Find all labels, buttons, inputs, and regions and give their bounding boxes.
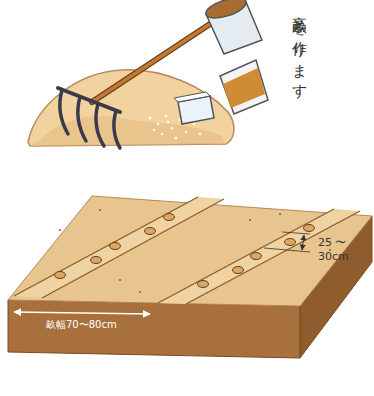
fertilizer-grain [157,123,160,126]
planting-hole [251,253,262,260]
rake-handle-outline [92,20,216,102]
rake-tine [60,90,68,134]
ridge-edge [186,211,360,304]
fertilizer-grain [199,133,202,136]
planting-hole [164,214,175,221]
fertilizer-bag [220,60,268,114]
width-dimension-arrow [14,312,150,314]
soil-speck [59,229,61,231]
soil-mound [28,70,234,146]
fertilizer-grain [171,127,174,130]
planting-hole [55,272,66,279]
planting-holes [55,214,315,288]
fertilizer-grain [149,117,152,120]
planting-hole [233,267,244,274]
planting-hole [304,225,315,232]
planting-hole [91,257,102,264]
soil-speck [139,291,141,293]
rake-head [58,88,120,112]
bed-top-surface [8,196,372,306]
planting-hole [198,281,209,288]
soil-speck [119,279,121,281]
rake-handle [92,20,216,102]
width-dimension: 畝幅70〜80cm [46,318,166,331]
fertilizer-grain [161,133,164,136]
planting-hole [110,243,121,250]
ridge-edge [158,209,334,303]
extension-line [282,232,310,234]
soil-speck [279,213,281,215]
fertilizer-grain [175,137,178,140]
planting-hole [285,239,296,246]
fertilizer-grain [185,131,188,134]
extension-line [264,248,310,252]
ridge [158,209,360,304]
fertilizer-contents [223,68,265,108]
soil-speck [99,209,101,211]
fertilizer-grain [193,123,196,126]
rake-tine [96,104,104,146]
instruction-text: 高畝を作ります [292,4,307,93]
fertilizer-grain [167,121,170,124]
spacing-dimension-arrow [302,235,304,250]
soil-speck [249,219,251,221]
bucket-contents [204,0,249,22]
planting-hole [145,228,156,235]
ridge [14,197,224,298]
rake-tine [78,97,86,141]
bed-front-face [8,300,300,358]
measuring-box-rim [174,92,210,102]
spacing-dimension: 25 〜 30cm [318,236,352,265]
fertilizer-grain [165,115,168,118]
soil-specks [59,209,331,293]
rake-tine [114,111,120,148]
ridge-edge [14,197,198,296]
fertilizer-grain [153,129,156,132]
